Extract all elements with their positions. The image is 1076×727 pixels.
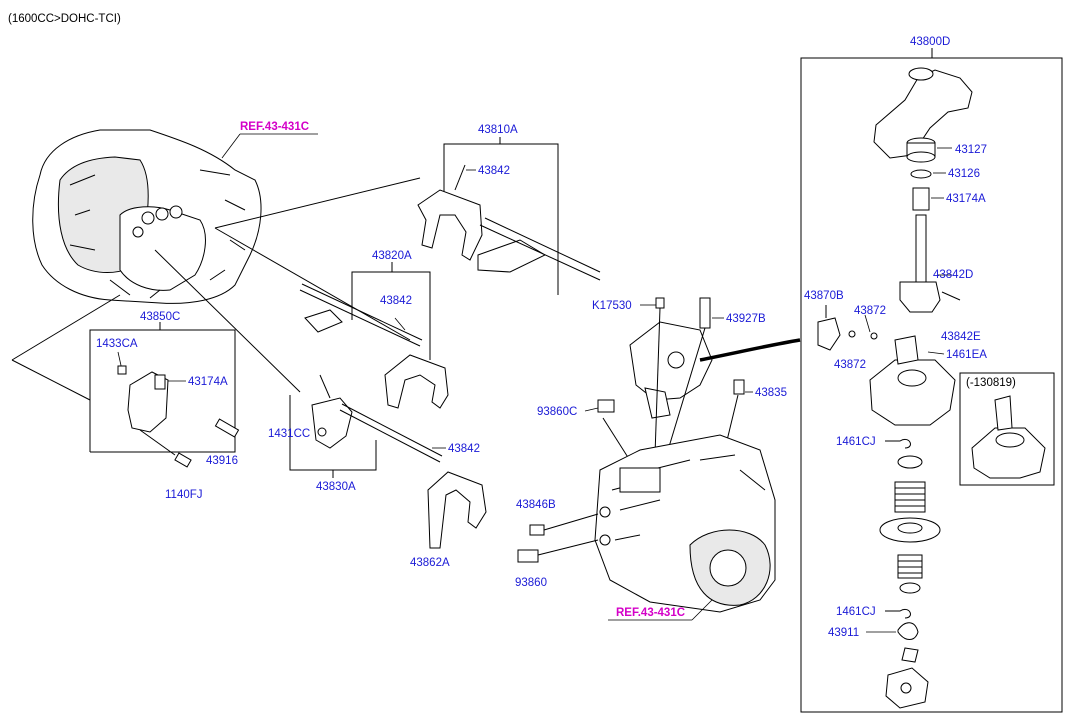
- shift-fork-43862A: [427, 471, 487, 549]
- part-label-1431CC[interactable]: 1431CC: [268, 428, 310, 440]
- part-label-43810A[interactable]: 43810A: [478, 124, 518, 136]
- bolt-43835: [733, 379, 745, 395]
- diagram-title: (1600CC>DOHC-TCI): [8, 13, 121, 25]
- callout-43850C-group: [89, 322, 236, 453]
- callout-43830A-group: [289, 395, 377, 478]
- part-label-43842-b[interactable]: 43842: [380, 295, 412, 307]
- part-label-43850C[interactable]: 43850C: [140, 311, 180, 323]
- part-label-43174A-right[interactable]: 43174A: [946, 193, 986, 205]
- ring-43126: [910, 169, 932, 179]
- inset-label-130819: (-130819): [966, 377, 1016, 389]
- switch-93860C: [597, 399, 615, 413]
- part-label-43830A[interactable]: 43830A: [316, 481, 356, 493]
- ref-link-top-left[interactable]: REF.43-431C: [240, 121, 309, 133]
- part-label-43842D[interactable]: 43842D: [933, 269, 973, 281]
- control-shaft: [899, 214, 941, 313]
- shift-control-assembly: [629, 307, 713, 461]
- part-label-43842-a[interactable]: 43842: [478, 165, 510, 177]
- cover-housing: [869, 335, 956, 426]
- transmission-case-center: [594, 434, 776, 613]
- part-label-K17530[interactable]: K17530: [592, 300, 632, 312]
- inset-box-130819: [959, 372, 1055, 486]
- part-label-43174A-left[interactable]: 43174A: [188, 376, 228, 388]
- shift-fork-43810A: [417, 164, 601, 281]
- shift-lug-1431CC: [311, 374, 353, 449]
- part-label-43842-c[interactable]: 43842: [448, 443, 480, 455]
- part-label-1140FJ[interactable]: 1140FJ: [165, 489, 203, 501]
- bushing-43127: [906, 137, 936, 163]
- part-label-43127[interactable]: 43127: [955, 144, 987, 156]
- shift-rail-1: [299, 283, 423, 347]
- callout-43820A-group: [351, 262, 431, 360]
- part-label-1433CA[interactable]: 1433CA: [96, 338, 138, 350]
- bolt-1140FJ: [174, 452, 192, 468]
- connector-to-43800D: [699, 338, 801, 362]
- part-label-43870B[interactable]: 43870B: [804, 290, 844, 302]
- part-label-43872-a[interactable]: 43872: [854, 305, 886, 317]
- part-label-43842E[interactable]: 43842E: [941, 331, 981, 343]
- bolt-43916: [214, 418, 240, 438]
- seal-and-spring-stack: [879, 455, 941, 594]
- spring-43911: [897, 622, 919, 663]
- plug-K17530: [655, 297, 665, 309]
- lower-lever: [885, 667, 929, 709]
- shift-lever-43800D: [873, 67, 973, 159]
- part-label-43846B[interactable]: 43846B: [516, 499, 556, 511]
- part-label-43820A[interactable]: 43820A: [372, 250, 412, 262]
- part-label-1461EA[interactable]: 1461EA: [946, 349, 987, 361]
- part-label-43916[interactable]: 43916: [206, 455, 238, 467]
- sleeve-43174A: [912, 187, 930, 211]
- part-label-1461CJ-b[interactable]: 1461CJ: [836, 606, 876, 618]
- ring-43872: [848, 330, 856, 338]
- part-label-93860[interactable]: 93860: [515, 577, 547, 589]
- callout-43810A-group: [443, 137, 559, 295]
- ref-link-bottom-center[interactable]: REF.43-431C: [616, 607, 685, 619]
- part-label-1461CJ-a[interactable]: 1461CJ: [836, 436, 876, 448]
- lever-43870B: [817, 305, 841, 351]
- shift-rail-2: [339, 403, 443, 463]
- clip-1461CJ: [885, 439, 911, 449]
- clip-1461CJ-b: [885, 609, 911, 619]
- part-label-93860C[interactable]: 93860C: [537, 406, 577, 418]
- ring-43872-b: [870, 332, 878, 340]
- bolt-43927B: [699, 297, 711, 329]
- part-label-43835[interactable]: 43835: [755, 387, 787, 399]
- part-label-43126[interactable]: 43126: [948, 168, 980, 180]
- part-label-43927B[interactable]: 43927B: [726, 313, 766, 325]
- assembly-lines-left: [11, 177, 421, 401]
- shift-fork-43820A: [384, 354, 449, 409]
- inset-cover-housing: [971, 395, 1046, 479]
- interlock-bracket-43850C: [117, 365, 169, 433]
- plug-43846B: [529, 524, 545, 536]
- part-label-43872-b[interactable]: 43872: [834, 359, 866, 371]
- part-label-43800D[interactable]: 43800D: [910, 36, 950, 48]
- part-label-43862A[interactable]: 43862A: [410, 557, 450, 569]
- part-label-43911[interactable]: 43911: [828, 627, 859, 639]
- transmission-case-left: [32, 129, 262, 304]
- switch-93860: [517, 549, 539, 563]
